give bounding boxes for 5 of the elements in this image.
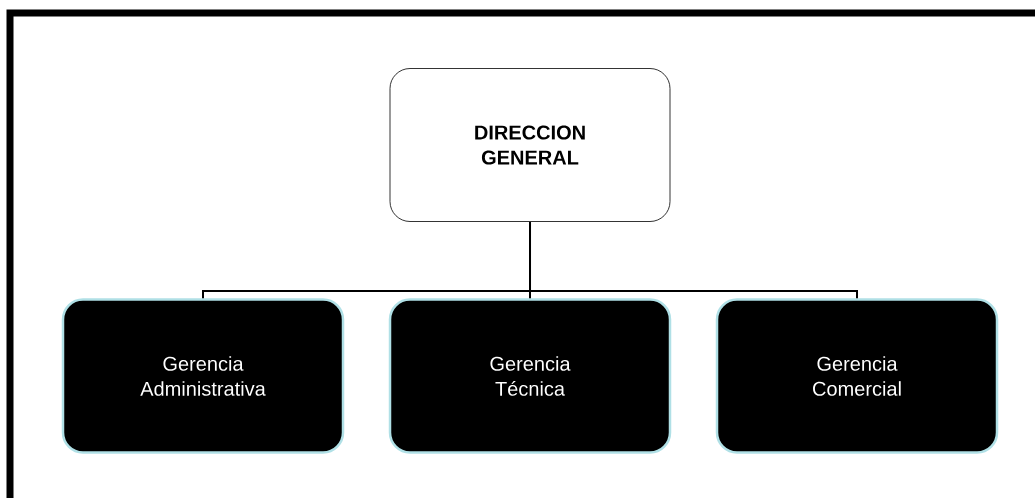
department-box: Gerencia Administrativa <box>61 298 345 454</box>
department-box: Gerencia Técnica <box>388 298 672 454</box>
title-box: DIRECCION GENERAL <box>389 68 671 222</box>
department-box: Gerencia Comercial <box>715 298 999 454</box>
connector-line <box>529 220 858 300</box>
